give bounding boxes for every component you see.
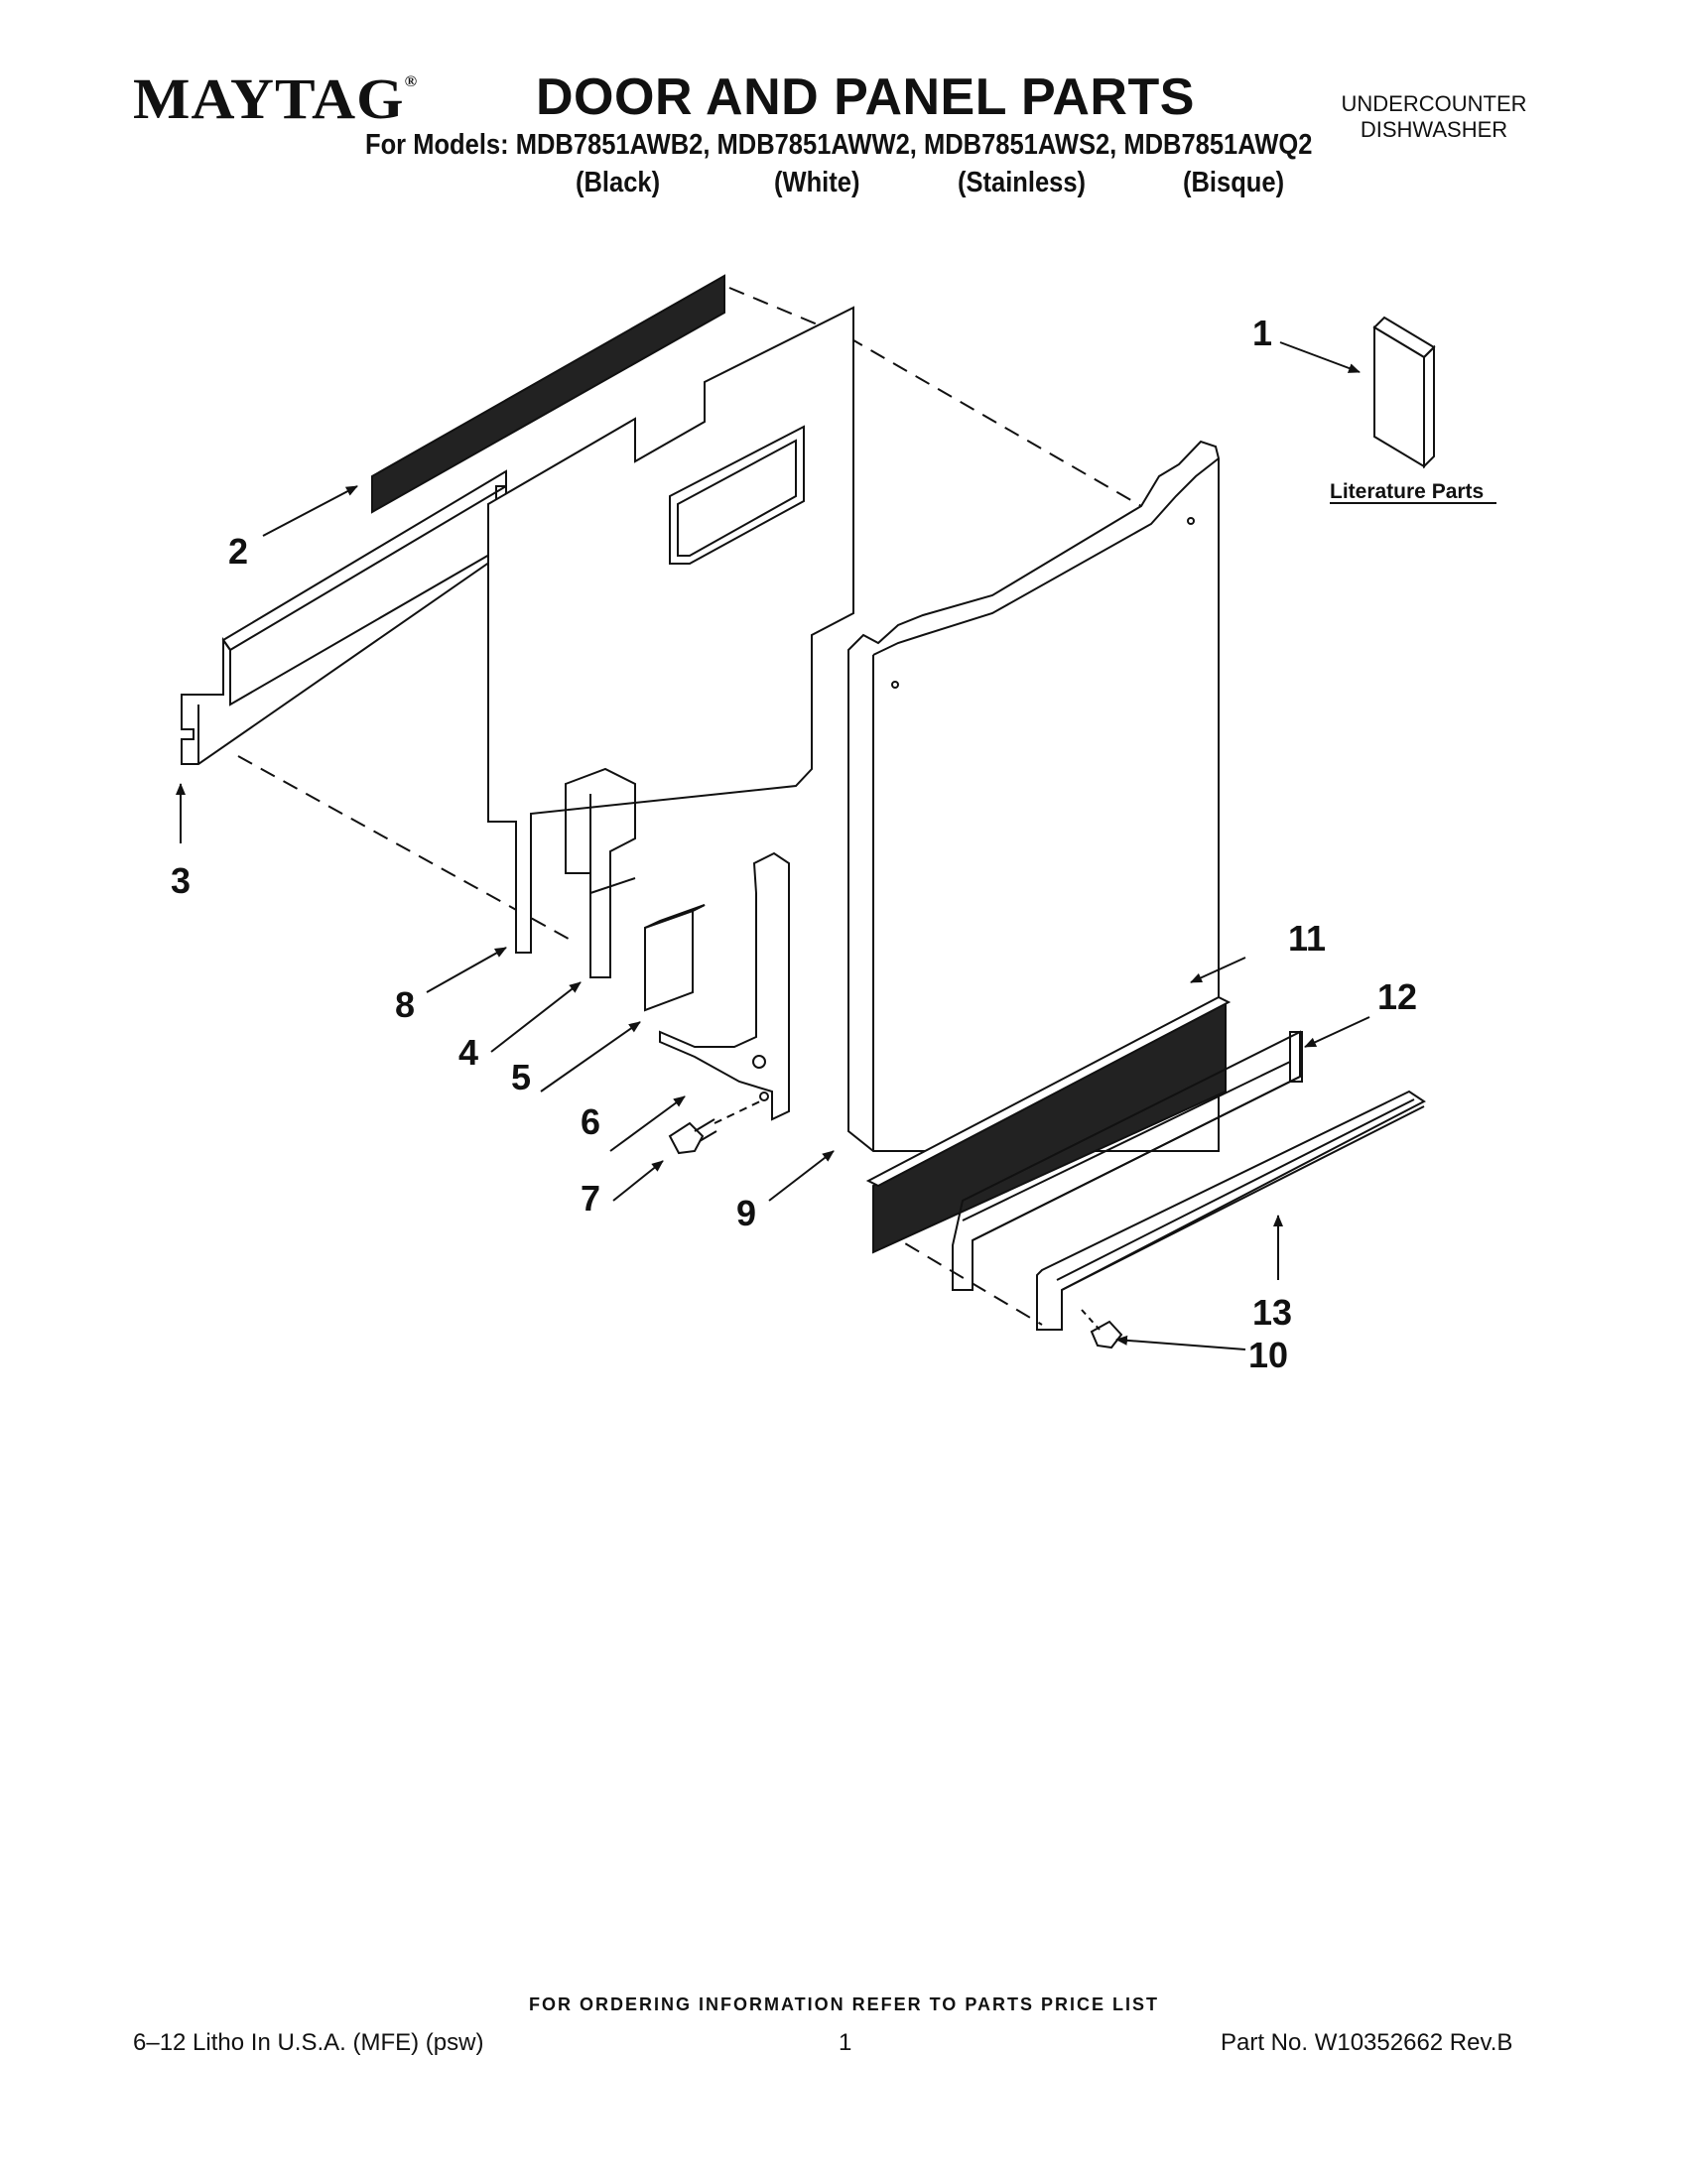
callout-13: 13 — [1252, 1292, 1292, 1333]
part-number: Part No. W10352662 Rev.B — [1221, 2029, 1513, 2056]
appliance-type-line2: DISHWASHER — [1360, 117, 1508, 142]
page-number: 1 — [839, 2029, 852, 2056]
callout-3: 3 — [171, 860, 191, 901]
part-6-hinge — [659, 851, 790, 1121]
callout-4: 4 — [458, 1032, 478, 1073]
registered-mark: ® — [404, 73, 419, 90]
variant-stainless: (Stainless) — [958, 167, 1087, 198]
page-title: DOOR AND PANEL PARTS — [536, 68, 1195, 126]
part-12-rail — [952, 1030, 1303, 1291]
part-1-literature — [1372, 316, 1436, 469]
part-10-screw — [1081, 1309, 1123, 1349]
part-11-toe-panel — [865, 995, 1232, 1254]
callout-9: 9 — [736, 1193, 756, 1233]
callout-1: 1 — [1252, 313, 1272, 353]
print-info: 6–12 Litho In U.S.A. (MFE) (psw) — [133, 2029, 484, 2056]
variant-white: (White) — [774, 167, 860, 198]
part-7-screw — [668, 1118, 717, 1155]
callout-2: 2 — [228, 531, 248, 572]
callout-5: 5 — [511, 1057, 531, 1097]
variant-black: (Black) — [576, 167, 661, 198]
ordering-note: FOR ORDERING INFORMATION REFER TO PARTS … — [528, 1994, 1159, 2014]
variant-bisque: (Bisque) — [1183, 167, 1285, 198]
callout-7: 7 — [581, 1178, 600, 1219]
callout-12: 12 — [1377, 976, 1417, 1017]
part-3-rail — [181, 469, 507, 765]
part-4-bracket — [565, 767, 636, 978]
part-5-block — [644, 904, 706, 1012]
callout-numbers: 1 2 3 4 5 6 7 8 9 10 11 12 13 — [171, 313, 1417, 1375]
brand-name: MAYTAG — [133, 66, 405, 131]
brand-logo: MAYTAG® — [133, 65, 418, 132]
part-8-panel — [487, 306, 854, 954]
literature-parts-label: Literature Parts — [1330, 480, 1484, 503]
callout-8: 8 — [395, 984, 415, 1025]
appliance-type-line1: UNDERCOUNTER — [1341, 91, 1527, 116]
callout-10: 10 — [1248, 1335, 1288, 1375]
callout-11: 11 — [1288, 918, 1326, 959]
model-list: For Models: MDB7851AWB2, MDB7851AWW2, MD… — [365, 129, 1313, 161]
part-13-base-rail — [1036, 1090, 1426, 1331]
part-2-strip — [371, 274, 725, 514]
appliance-type: UNDERCOUNTER DISHWASHER — [1320, 91, 1548, 143]
callout-6: 6 — [581, 1101, 600, 1142]
leader-arrows — [176, 341, 1370, 1350]
